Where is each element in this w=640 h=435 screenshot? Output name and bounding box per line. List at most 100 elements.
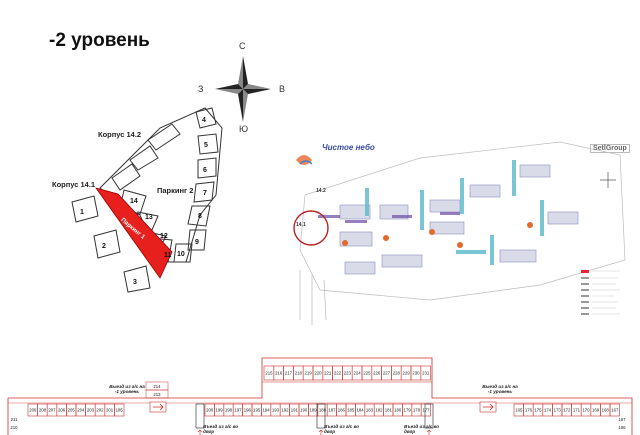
spot-label: 195 bbox=[253, 408, 261, 413]
compass-south: Ю bbox=[239, 124, 249, 134]
svg-text:6: 6 bbox=[203, 167, 207, 174]
spot-label: 175 bbox=[534, 408, 542, 413]
label-korpus-14-2: Корпус 14.2 bbox=[98, 130, 142, 139]
svg-text:13: 13 bbox=[145, 214, 153, 221]
left-spot-185 bbox=[114, 403, 125, 417]
spot-label: 184 bbox=[357, 408, 365, 413]
small-spot-213 bbox=[145, 389, 169, 399]
spot-label: 178 bbox=[413, 408, 421, 413]
spot-label: 201 bbox=[106, 408, 114, 413]
spot-label: 217 bbox=[285, 371, 293, 376]
parking-1-highlight bbox=[95, 187, 173, 279]
svg-text:8: 8 bbox=[198, 213, 202, 220]
exit-left-label: Выезд из а/с на -1 уровень bbox=[109, 384, 145, 394]
entry-gate-0 bbox=[195, 403, 205, 429]
spot-label: 216 bbox=[275, 371, 283, 376]
spot-label: 215 bbox=[265, 371, 273, 376]
developer-logo: SetlGroup bbox=[590, 144, 630, 153]
label-korpus-14-1: Корпус 14.1 bbox=[52, 180, 96, 189]
spot-label: 187 bbox=[328, 408, 336, 413]
spot-label: 194 bbox=[263, 408, 271, 413]
svg-text:5: 5 bbox=[204, 142, 208, 149]
entry-arrow-icon bbox=[426, 429, 432, 435]
spot-label: 179 bbox=[404, 408, 412, 413]
spot-label: 168 bbox=[602, 408, 610, 413]
masterplan-label-14-1: 14.1 bbox=[296, 222, 306, 228]
svg-text:4: 4 bbox=[202, 117, 206, 124]
spot-label: 190 bbox=[300, 408, 308, 413]
spot-label: 197 bbox=[234, 408, 242, 413]
page-title: -2 уровень bbox=[49, 30, 150, 51]
spot-label: 210 bbox=[10, 425, 18, 430]
spot-label: 213 bbox=[153, 392, 161, 397]
right-spot-167 bbox=[609, 403, 620, 417]
spot-label: 169 bbox=[592, 408, 600, 413]
entry-gate-1 bbox=[316, 403, 326, 429]
spot-label: 211 bbox=[11, 417, 18, 422]
svg-text:3: 3 bbox=[133, 279, 137, 286]
spot-label: 219 bbox=[305, 371, 313, 376]
spot-label: 177 bbox=[422, 408, 430, 413]
spot-label: 182 bbox=[375, 408, 383, 413]
spot-label: 231 bbox=[422, 371, 430, 376]
brand-logo: Чистое небо bbox=[322, 143, 375, 152]
spot-label: 199 bbox=[216, 408, 224, 413]
spot-label: 203 bbox=[87, 408, 95, 413]
compass-east: В bbox=[279, 84, 286, 94]
spot-label: 181 bbox=[385, 408, 393, 413]
spot-label: 170 bbox=[582, 408, 590, 413]
spot-label: 167 bbox=[611, 408, 619, 413]
spot-label: 193 bbox=[272, 408, 280, 413]
spot-label: 205 bbox=[68, 408, 76, 413]
label-parking-2: Паркинг 2 bbox=[157, 186, 194, 195]
spot-label: 222 bbox=[334, 371, 342, 376]
spot-label: 186 bbox=[338, 408, 346, 413]
spot-label: 180 bbox=[394, 408, 402, 413]
spot-label: 220 bbox=[314, 371, 322, 376]
spot-label: 166 bbox=[618, 425, 626, 430]
spot-label: 202 bbox=[96, 408, 104, 413]
svg-text:2: 2 bbox=[102, 243, 106, 250]
svg-text:9: 9 bbox=[195, 239, 199, 246]
masterplan-highlight-14-1 bbox=[293, 210, 329, 246]
ramp-arrow-icon bbox=[153, 403, 164, 411]
svg-text:11: 11 bbox=[164, 252, 172, 259]
spot-label: 176 bbox=[525, 408, 533, 413]
exit-right-label: Выезд из а/с на -1 уровень bbox=[482, 384, 518, 394]
spot-label: 209 bbox=[29, 408, 37, 413]
spot-label: 214 bbox=[153, 384, 161, 389]
svg-text:12: 12 bbox=[160, 233, 168, 240]
spot-label: 174 bbox=[544, 408, 552, 413]
spot-label: 221 bbox=[324, 371, 332, 376]
spot-label: 208 bbox=[39, 408, 47, 413]
spot-label: 173 bbox=[554, 408, 562, 413]
spot-label: 191 bbox=[291, 408, 299, 413]
entry-label-3: Въезд из а/с во двор bbox=[404, 424, 440, 434]
spot-label: 225 bbox=[363, 371, 371, 376]
spot-label: 228 bbox=[393, 371, 401, 376]
spot-label: 185 bbox=[347, 408, 355, 413]
spot-label: 206 bbox=[58, 408, 66, 413]
entry-arrow-icon bbox=[197, 429, 203, 435]
entry-gate-2 bbox=[424, 403, 434, 429]
compass-north: С bbox=[239, 41, 246, 51]
spot-label: 224 bbox=[354, 371, 362, 376]
spot-label: 227 bbox=[383, 371, 391, 376]
spot-label: 196 bbox=[244, 408, 252, 413]
spot-label: 207 bbox=[48, 408, 56, 413]
spot-label: 218 bbox=[295, 371, 303, 376]
spot-label: 165 bbox=[515, 408, 523, 413]
entry-label-2: Въезд из а/с во двор bbox=[324, 424, 360, 434]
spot-label: 189 bbox=[310, 408, 318, 413]
top-spot-231 bbox=[420, 365, 431, 381]
spot-label: 230 bbox=[412, 371, 420, 376]
spot-label: 223 bbox=[344, 371, 352, 376]
spot-label: 200 bbox=[206, 408, 214, 413]
spot-label: 192 bbox=[281, 408, 289, 413]
spot-label: 172 bbox=[563, 408, 571, 413]
spot-label: 183 bbox=[366, 408, 374, 413]
ramp-arrow-icon bbox=[483, 403, 494, 411]
